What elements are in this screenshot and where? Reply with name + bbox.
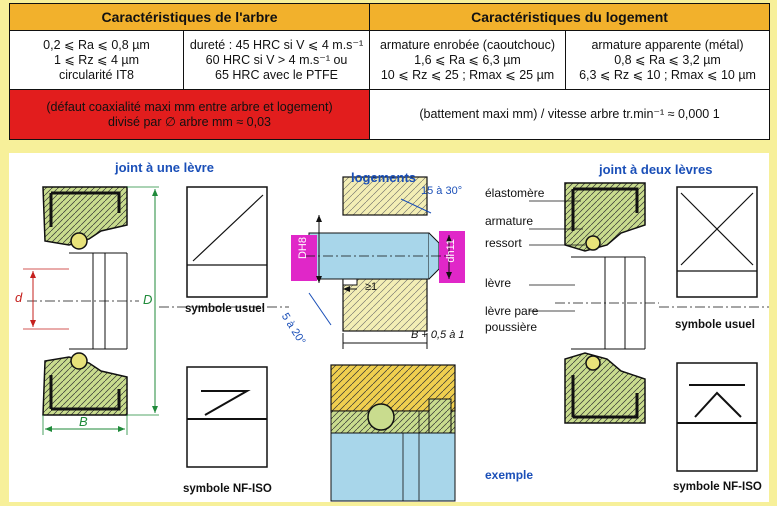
symbole-usuel-left: symbole usuel	[185, 303, 265, 315]
dim-D-label: D	[143, 292, 153, 307]
dim-dh11-label: dh11	[445, 239, 457, 263]
logement-enrobee-cell: armature enrobée (caoutchouc) 1,6 ⩽ Ra ⩽…	[369, 30, 567, 90]
arbre-rz: 1 ⩽ Rz ⩽ 4 µm	[53, 52, 140, 67]
logement-enrobee-ra: 1,6 ⩽ Ra ⩽ 6,3 µm	[414, 52, 521, 67]
arbre-ra: 0,2 ⩽ Ra ⩽ 0,8 µm	[43, 37, 150, 52]
logement-enrobee-title: armature enrobée (caoutchouc)	[379, 37, 556, 52]
double-lip-seal-section	[529, 182, 659, 424]
dim-B05-label: B + 0,5 à 1	[411, 329, 465, 341]
arbre-circularite: circularité IT8	[58, 67, 135, 82]
logement-apparente-cell: armature apparente (métal) 0,8 ⩽ Ra ⩽ 3,…	[565, 30, 771, 90]
title-single-lip: joint à une lèvre	[115, 160, 214, 175]
usuel-symbol-right	[676, 186, 758, 298]
arbre-hardness-cell: dureté : 45 HRC si V ⩽ 4 m.s⁻¹ 60 HRC si…	[182, 30, 371, 90]
dim-ge1-label: ≥1	[365, 281, 378, 293]
nfiso-symbol-right	[676, 362, 758, 472]
label-armature: armature	[485, 214, 534, 228]
label-poussiere: poussière	[485, 320, 538, 334]
nfiso-symbol-left	[186, 366, 268, 468]
arbre-durete-3: 65 HRC avec le PTFE	[215, 67, 338, 82]
title-logements: logements	[351, 170, 417, 185]
dim-d-label: d	[15, 290, 23, 305]
symbole-nfiso-right: symbole NF-ISO	[673, 481, 762, 493]
symbole-nfiso-left: symbole NF-ISO	[183, 483, 272, 495]
header-logement: Caractéristiques du logement	[369, 3, 771, 31]
dim-B-label: B	[79, 414, 88, 429]
characteristics-table: Caractéristiques de l'arbre Caractéristi…	[8, 3, 771, 140]
label-ressort: ressort	[485, 236, 522, 250]
usuel-symbol-left	[186, 186, 268, 298]
arbre-roughness-cell: 0,2 ⩽ Ra ⩽ 0,8 µm 1 ⩽ Rz ⩽ 4 µm circular…	[9, 30, 184, 90]
coaxialite-line-2: divisé par ∅ arbre mm ≈ 0,03	[108, 114, 271, 129]
logement-apparente-ra: 0,8 ⩽ Ra ⩽ 3,2 µm	[614, 52, 721, 67]
symbole-usuel-right: symbole usuel	[675, 319, 755, 331]
logement-enrobee-rz: 10 ⩽ Rz ⩽ 25 ; Rmax ⩽ 25 µm	[380, 67, 555, 82]
label-elastomere: élastomère	[485, 186, 545, 200]
title-double-lip: joint à deux lèvres	[599, 162, 713, 177]
header-arbre: Caractéristiques de l'arbre	[8, 3, 371, 31]
coaxialite-line-1: (défaut coaxialité maxi mm entre arbre e…	[46, 99, 333, 114]
seal-drawing-panel: joint à une lèvre logements joint à deux…	[9, 153, 769, 502]
single-lip-seal-section	[23, 186, 159, 435]
angle-top-label: 15 à 30°	[421, 185, 463, 197]
coaxialite-cell: (défaut coaxialité maxi mm entre arbre e…	[8, 89, 371, 140]
label-levre: lèvre	[485, 276, 512, 290]
logement-apparente-title: armature apparente (métal)	[591, 37, 744, 52]
label-exemple: exemple	[485, 468, 534, 482]
seal-drawings	[23, 176, 769, 502]
dim-DH8-label: DH8	[297, 237, 309, 260]
arbre-durete-1: dureté : 45 HRC si V ⩽ 4 m.s⁻¹	[189, 37, 364, 52]
logement-apparente-rz: 6,3 ⩽ Rz ⩽ 10 ; Rmax ⩽ 10 µm	[579, 67, 756, 82]
label-levre-pare: lèvre pare	[485, 304, 539, 318]
arbre-durete-2: 60 HRC si V > 4 m.s⁻¹ ou	[205, 52, 348, 67]
housing-drawing	[291, 176, 465, 502]
battement-cell: (battement maxi mm) / vitesse arbre tr.m…	[369, 89, 771, 140]
